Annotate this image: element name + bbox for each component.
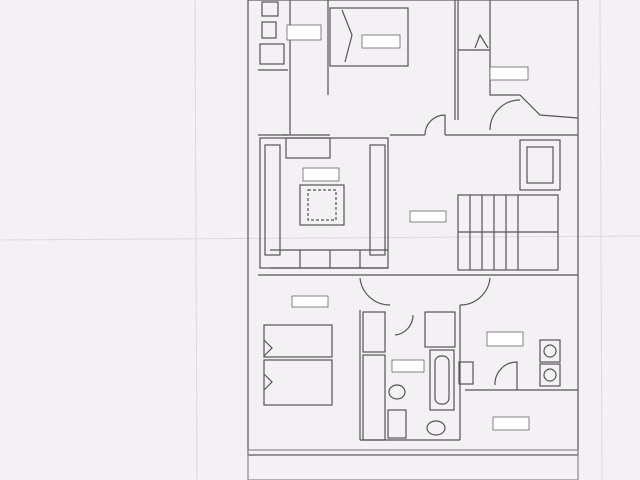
bedroom-top-left <box>283 0 409 159</box>
laundry <box>458 305 578 440</box>
door-arc <box>424 114 446 136</box>
room-label <box>302 167 340 182</box>
terrace-strip <box>247 449 579 480</box>
room-label <box>391 359 425 373</box>
room-label <box>361 34 401 49</box>
room-label <box>409 210 447 223</box>
bathroom-bottom <box>360 311 460 441</box>
bedroom-bottom-left <box>263 310 361 440</box>
room-label <box>291 295 329 308</box>
bathroom-top <box>258 1 288 136</box>
staircase <box>457 139 561 271</box>
room-labels <box>286 24 530 431</box>
room-label <box>286 24 322 41</box>
bedroom-top-right <box>454 0 579 131</box>
room-label <box>492 416 530 431</box>
room-label <box>489 66 529 81</box>
dressing-room <box>259 137 389 269</box>
outer-wall <box>247 0 579 456</box>
room-label <box>486 331 524 347</box>
